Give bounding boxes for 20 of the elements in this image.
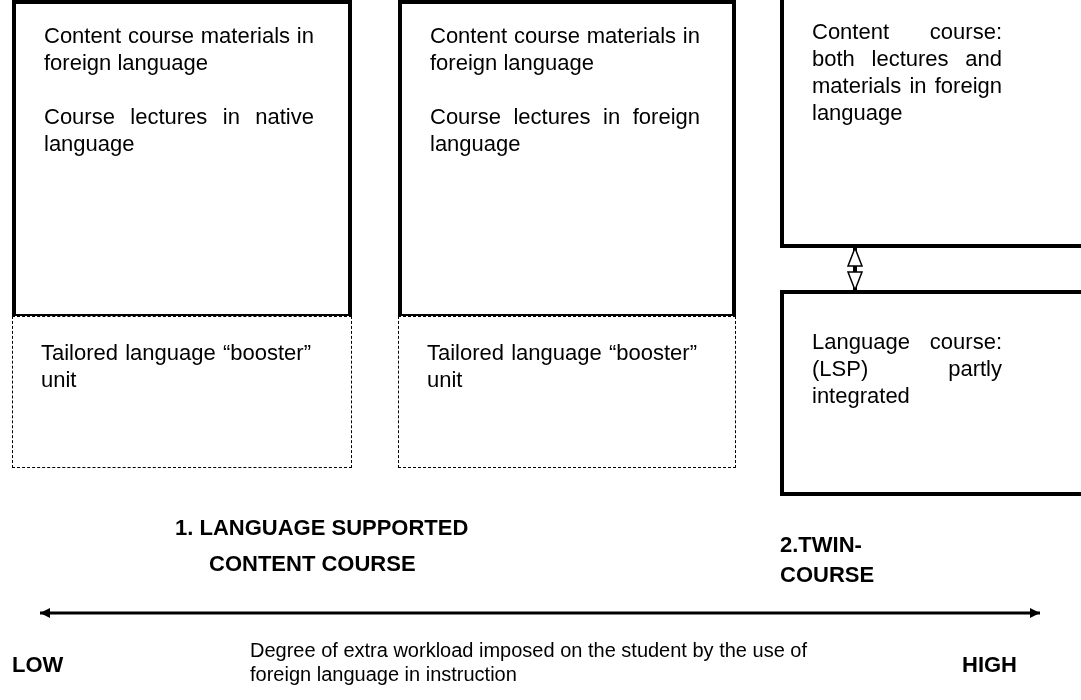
booster-unit-box xyxy=(398,316,736,468)
language-course-box xyxy=(780,290,1081,496)
double-arrow xyxy=(847,247,863,291)
box-text: Language course: (LSP) partly integrated xyxy=(812,328,1002,409)
box-text: Tailored language “booster” unit xyxy=(427,339,697,393)
content-course-box xyxy=(398,0,736,318)
box-text: Content course materials in foreign language xyxy=(430,22,700,76)
box-text: Content course materials in foreign language xyxy=(44,22,314,76)
box-text: Content course: both lectures and materials in foreign language xyxy=(812,18,1002,126)
booster-unit-box xyxy=(12,316,352,468)
scale-caption: Degree of extra workload imposed on the student by the use of foreign language in instruction xyxy=(250,638,808,686)
section-heading: 2.TWIN-COURSE xyxy=(780,531,876,589)
scale-end-label: HIGH xyxy=(962,651,1018,679)
content-course-box xyxy=(780,0,1081,248)
content-course-box xyxy=(12,0,352,318)
box-text: Course lectures in foreign language xyxy=(430,103,700,157)
section-heading: 1. LANGUAGE SUPPORTED CONTENT COURSE xyxy=(175,514,470,578)
scale-end-label: LOW xyxy=(12,651,65,679)
box-text: Tailored language “booster” unit xyxy=(41,339,311,393)
box-text: Course lectures in native language xyxy=(44,103,314,157)
